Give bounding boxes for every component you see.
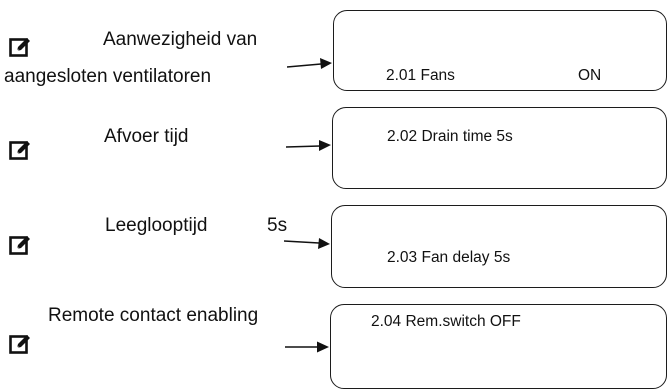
arrow-icon — [285, 341, 329, 353]
display-panel-fan-delay: 2.03 Fan delay 5s — [331, 205, 667, 288]
edit-icon — [9, 141, 30, 160]
arrow-icon — [284, 238, 330, 249]
step-1-label-line-2: aangesloten ventilatoren — [4, 66, 212, 87]
arrow-icon — [287, 58, 332, 69]
display-text-fans: 2.01 Fans — [386, 67, 455, 84]
step-1-label-line-1: Aanwezigheid van — [103, 29, 258, 50]
edit-icon — [9, 38, 30, 57]
edit-icon — [9, 335, 30, 354]
arrow-icon — [286, 140, 331, 151]
display-panel-remote-switch: 2.04 Rem.switch OFF — [330, 304, 667, 389]
display-text-fan-delay: 2.03 Fan delay 5s — [387, 249, 511, 266]
edit-icon — [9, 236, 30, 255]
display-text-remote-switch: 2.04 Rem.switch OFF — [371, 313, 521, 330]
step-4-label: Remote contact enabling — [48, 305, 259, 326]
display-text-drain-time: 2.02 Drain time 5s — [387, 128, 513, 145]
step-3-label-value: 5s — [267, 215, 288, 236]
display-value-fans: ON — [578, 67, 602, 84]
step-3-label: Leeglooptijd — [105, 215, 208, 236]
display-panel-fans: 2.01 Fans ON — [333, 10, 667, 91]
display-panel-drain-time: 2.02 Drain time 5s — [332, 107, 667, 189]
step-2-label: Afvoer tijd — [104, 126, 189, 147]
